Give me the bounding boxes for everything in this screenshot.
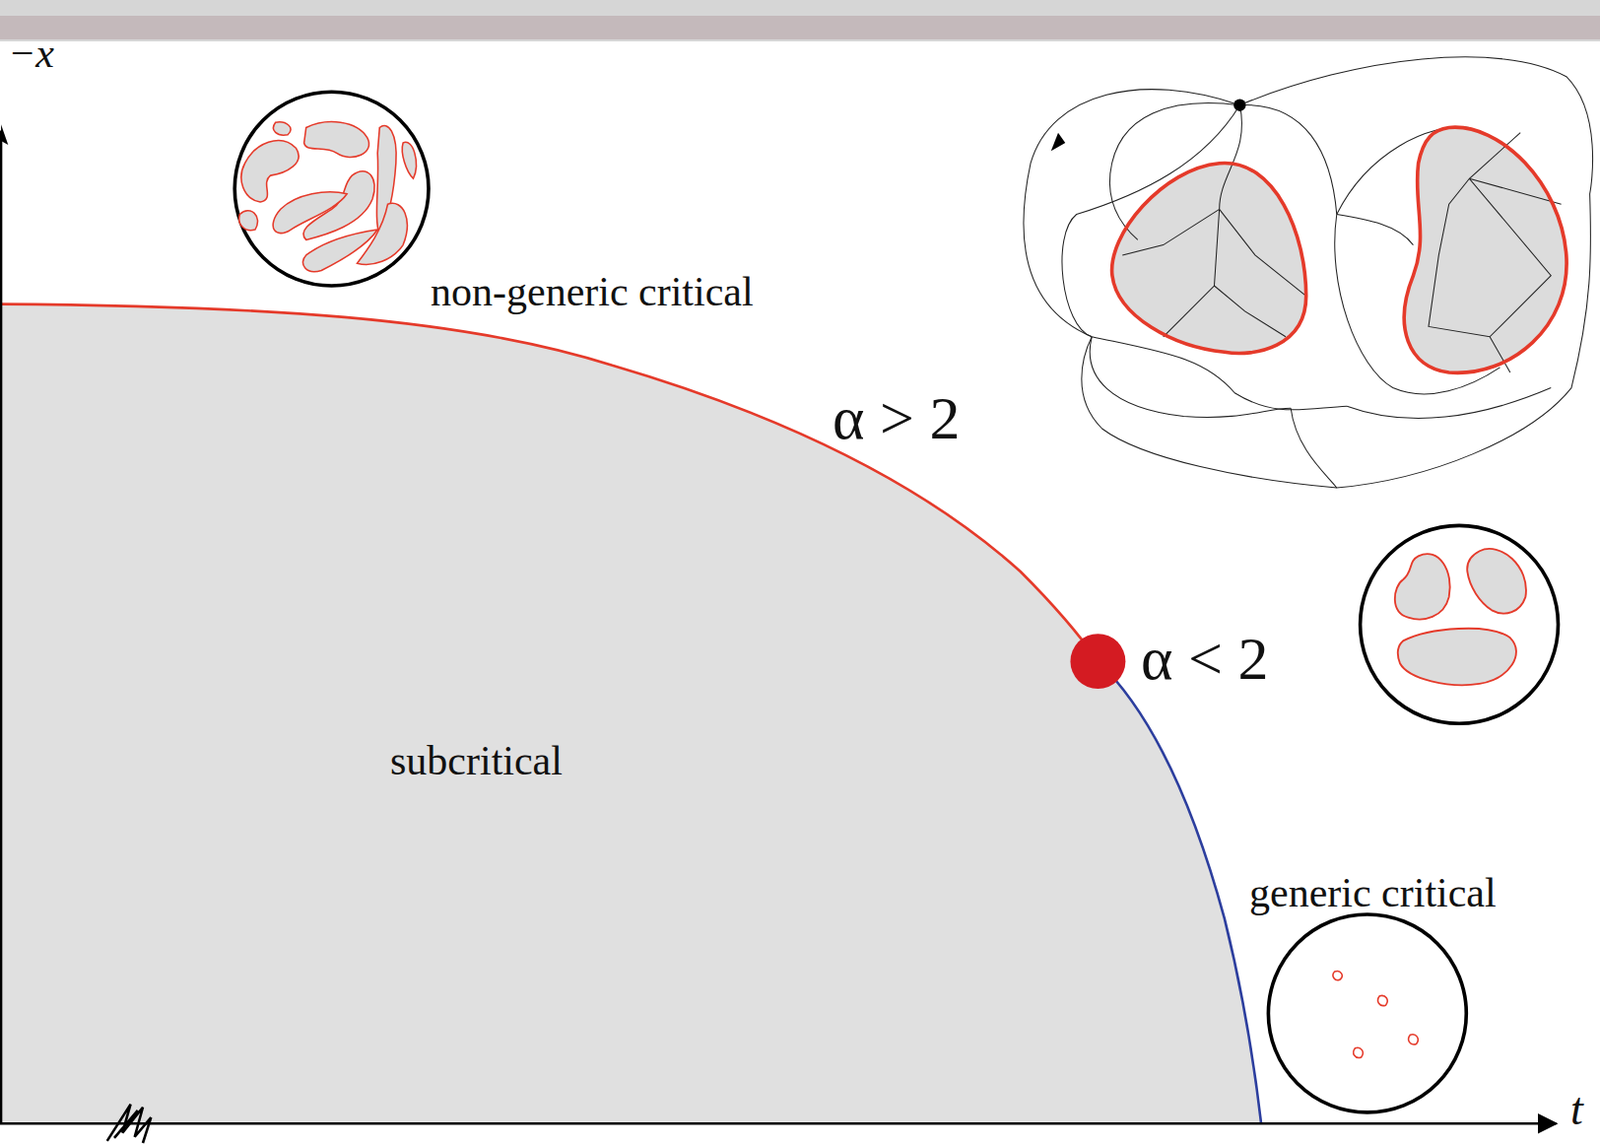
exponent-label: α < 2: [1140, 624, 1268, 692]
axis-label: t: [1570, 1084, 1584, 1135]
sample-disk: [234, 91, 429, 286]
tricritical-point: [1069, 633, 1126, 689]
axis-label: −x: [7, 30, 55, 76]
region-label: subcritical: [390, 737, 563, 784]
t-axis: [0, 1122, 1556, 1126]
red-curve: [0, 304, 1098, 662]
region-label: generic critical: [1249, 869, 1497, 916]
exponent-label: α > 2: [832, 384, 960, 452]
loops: [1333, 971, 1418, 1059]
sample-disk: [1267, 914, 1467, 1113]
top-band: [0, 0, 1600, 42]
scribble: [107, 1104, 152, 1143]
blue-curve: [1097, 661, 1262, 1124]
axis-arrow: [0, 124, 8, 145]
sample-disk: [1360, 525, 1559, 724]
x-axis: [0, 131, 2, 1125]
top-band: [0, 15, 1600, 40]
planar-map: [1023, 57, 1594, 488]
loops: [239, 122, 417, 272]
subcritical-region: [0, 304, 1262, 1125]
region-label: non-generic critical: [430, 268, 754, 315]
loops: [1395, 548, 1527, 685]
